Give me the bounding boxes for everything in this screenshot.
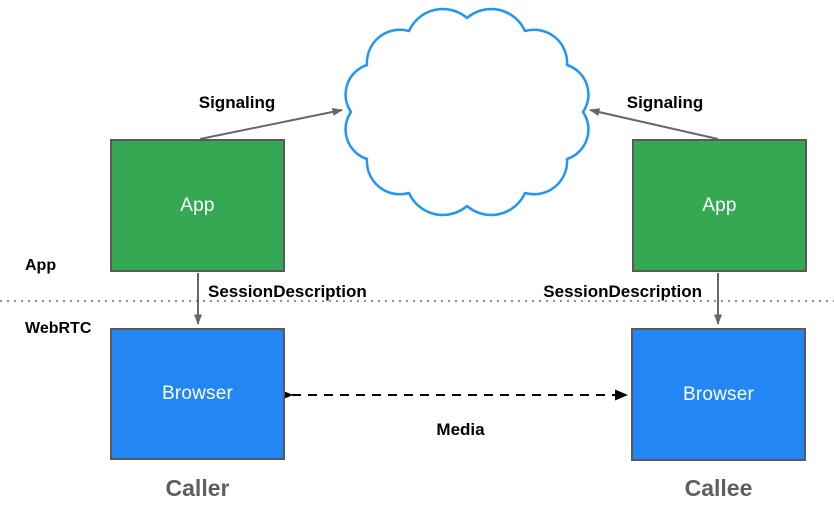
signaling-label-left: Signaling [198, 93, 276, 112]
media-label: Media [436, 420, 485, 439]
session-description-label-left: SessionDescription [208, 282, 367, 301]
session-description-label-right: SessionDescription [543, 282, 702, 301]
callee-app-box-label: App [702, 194, 737, 216]
callee-browser-box-label: Browser [682, 383, 755, 405]
callee-caption: Callee [684, 475, 753, 501]
cloud-shape [344, 7, 590, 217]
signaling-arrow-right [589, 108, 719, 140]
caller-browser-box-label: Browser [161, 383, 234, 404]
caller-app-box-label: App [180, 194, 215, 216]
app-layer-label: App [25, 257, 57, 274]
caller-caption: Caller [165, 475, 230, 501]
signaling-label-right: Signaling [626, 93, 704, 112]
callee-browser-box: Browser [631, 328, 806, 461]
signaling-arrow-left [199, 107, 343, 140]
webrtc-layer-label: WebRTC [25, 320, 92, 337]
caller-browser-box: Browser [110, 328, 285, 460]
callee-app-box: App [632, 139, 807, 272]
caller-app-box: App [110, 139, 285, 272]
